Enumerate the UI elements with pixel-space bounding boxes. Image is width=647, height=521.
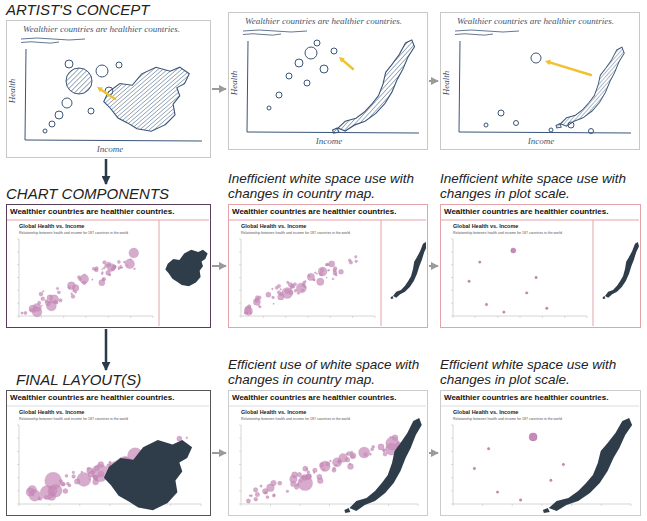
chart-panel: Wealthier countries are healthier countr… (228, 204, 428, 328)
layout-caption: Inefficient white space use with changes… (228, 171, 428, 201)
chart-node: Efficient white space use with changes i… (440, 357, 641, 516)
sketch-drawing (7, 21, 210, 157)
handwritten-title: Wealthier countries are healthier countr… (457, 16, 614, 26)
plot-subtitle: Relationship between health and income f… (241, 417, 350, 422)
chart-node: Inefficient white space use with changes… (228, 171, 428, 328)
plot-subtitle: Relationship between health and income f… (241, 231, 350, 236)
flow-arrow (105, 159, 108, 184)
sketch-drawing (441, 13, 639, 149)
sketch-node: Wealthier countries are healthier countr… (440, 12, 640, 150)
plot-title: Global Health vs. Income (19, 409, 84, 416)
sketch-node: ARTIST'S CONCEPT Wealthier countries are … (6, 1, 211, 158)
handwritten-title: Wealthier countries are healthier countr… (23, 24, 180, 34)
plot-subtitle: Relationship between health and income f… (19, 231, 128, 236)
layout-caption: Efficient use of white space with change… (228, 357, 428, 387)
plot-title: Global Health vs. Income (241, 223, 306, 230)
axis-label: Health (441, 60, 451, 106)
sketch-node: Wealthier countries are healthier countr… (228, 12, 428, 150)
chart-title: Wealthier countries are healthier countr… (10, 393, 174, 403)
section-label: ARTIST'S CONCEPT (6, 1, 211, 18)
chart-title: Wealthier countries are healthier countr… (444, 207, 608, 217)
axis-label: Health (7, 68, 17, 114)
plot-title: Global Health vs. Income (19, 223, 84, 230)
flow-arrow (212, 88, 226, 90)
chart-panel: Wealthier countries are healthier countr… (440, 390, 641, 516)
sketch-panel: Wealthier countries are healthier countr… (228, 12, 428, 150)
chart-panel: Wealthier countries are healthier countr… (6, 204, 211, 328)
chart-node: Inefficient white space use with changes… (440, 171, 641, 328)
plot-title: Global Health vs. Income (453, 409, 518, 416)
flow-arrow (212, 265, 226, 267)
axis-label: Income (511, 136, 571, 147)
chart-node: FINAL LAYOUT(S) Wealthier countries are h… (6, 371, 211, 516)
flow-arrow (429, 265, 438, 267)
flow-arrow (212, 452, 226, 454)
chart-title: Wealthier countries are healthier countr… (232, 207, 396, 217)
layout-caption: Efficient white space use with changes i… (440, 357, 641, 387)
axis-label: Income (299, 136, 359, 147)
plot-title: Global Health vs. Income (453, 223, 518, 230)
axis-label: Health (229, 60, 239, 106)
chart-panel: Wealthier countries are healthier countr… (228, 390, 428, 516)
flow-arrow (429, 80, 438, 82)
layout-caption: Inefficient white space use with changes… (440, 171, 641, 201)
chart-title: Wealthier countries are healthier countr… (444, 393, 608, 403)
flow-arrow (429, 452, 438, 454)
axis-label: Income (80, 144, 140, 155)
chart-node: Efficient use of white space with change… (228, 357, 428, 516)
chart-node: CHART COMPONENTS Wealthier countries are … (6, 185, 211, 328)
section-label: FINAL LAYOUT(S) (6, 371, 211, 388)
plot-subtitle: Relationship between health and income f… (19, 417, 128, 422)
sketch-panel: Wealthier countries are healthier countr… (6, 20, 211, 158)
plot-subtitle: Relationship between health and income f… (453, 417, 562, 422)
chart-panel: Wealthier countries are healthier countr… (440, 204, 641, 328)
plot-title: Global Health vs. Income (241, 409, 306, 416)
section-label: CHART COMPONENTS (6, 185, 211, 202)
sketch-panel: Wealthier countries are healthier countr… (440, 12, 640, 150)
handwritten-title: Wealthier countries are healthier countr… (245, 16, 402, 26)
plot-subtitle: Relationship between health and income f… (453, 231, 562, 236)
sketch-drawing (229, 13, 427, 149)
chart-title: Wealthier countries are healthier countr… (10, 207, 174, 217)
chart-panel: Wealthier countries are healthier countr… (6, 390, 211, 516)
chart-title: Wealthier countries are healthier countr… (232, 393, 396, 403)
flow-arrow (105, 329, 108, 370)
